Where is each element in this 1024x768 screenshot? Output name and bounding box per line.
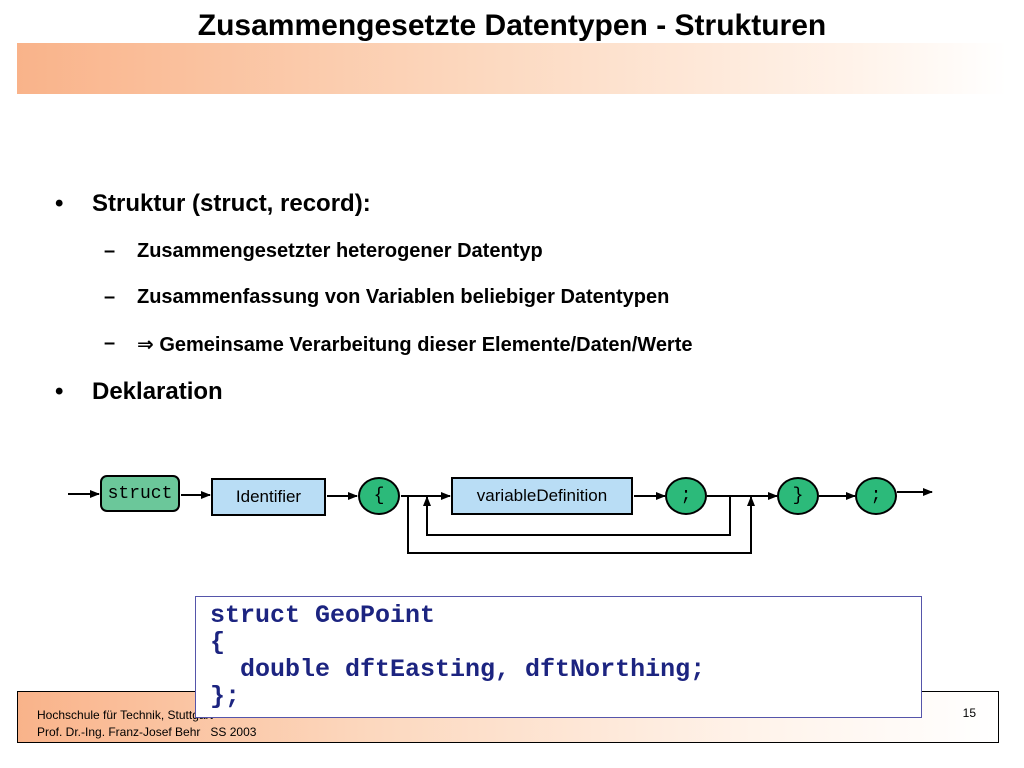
footer-institution: Hochschule für Technik, Stuttgart	[37, 708, 213, 722]
slide-title: Zusammengesetzte Datentypen - Strukturen	[197, 9, 827, 42]
struct-keyword-box: struct	[100, 475, 180, 512]
subitem-text: Zusammenfassung von Variablen beliebiger…	[137, 286, 670, 308]
subitem-text: Zusammengesetzter heterogener Datentyp	[137, 240, 543, 262]
bullet-text: Deklaration	[92, 378, 223, 405]
variable-definition-box: variableDefinition	[451, 477, 633, 515]
footer-author: Prof. Dr.-Ing. Franz-Josef Behr SS 2003	[37, 725, 257, 739]
dash-marker: –	[104, 332, 116, 354]
identifier-box: Identifier	[211, 478, 326, 516]
open-brace-circle: {	[358, 477, 400, 515]
code-line: {	[210, 628, 226, 657]
code-example: struct GeoPoint { double dftEasting, dft…	[195, 596, 922, 718]
code-line: struct GeoPoint	[210, 601, 436, 630]
code-line: double dftEasting, dftNorthing;	[210, 655, 706, 684]
code-line: };	[210, 682, 241, 711]
bullet-marker: •	[55, 378, 64, 405]
bullet-marker: •	[55, 190, 64, 217]
dash-marker: –	[104, 240, 116, 262]
close-brace-circle: }	[777, 477, 819, 515]
subitem-text-with-arrow: ⇒ Gemeinsame Verarbeitung dieser Element…	[137, 332, 693, 357]
title-bar	[17, 43, 1007, 94]
implies-arrow-icon: ⇒	[137, 332, 154, 356]
bullet-text: Struktur (struct, record):	[92, 190, 371, 217]
final-semicolon-circle: ;	[855, 477, 897, 515]
semicolon-circle: ;	[665, 477, 707, 515]
subitem-text: Gemeinsame Verarbeitung dieser Elemente/…	[159, 334, 693, 356]
page-number: 15	[962, 706, 976, 720]
dash-marker: –	[104, 286, 116, 308]
